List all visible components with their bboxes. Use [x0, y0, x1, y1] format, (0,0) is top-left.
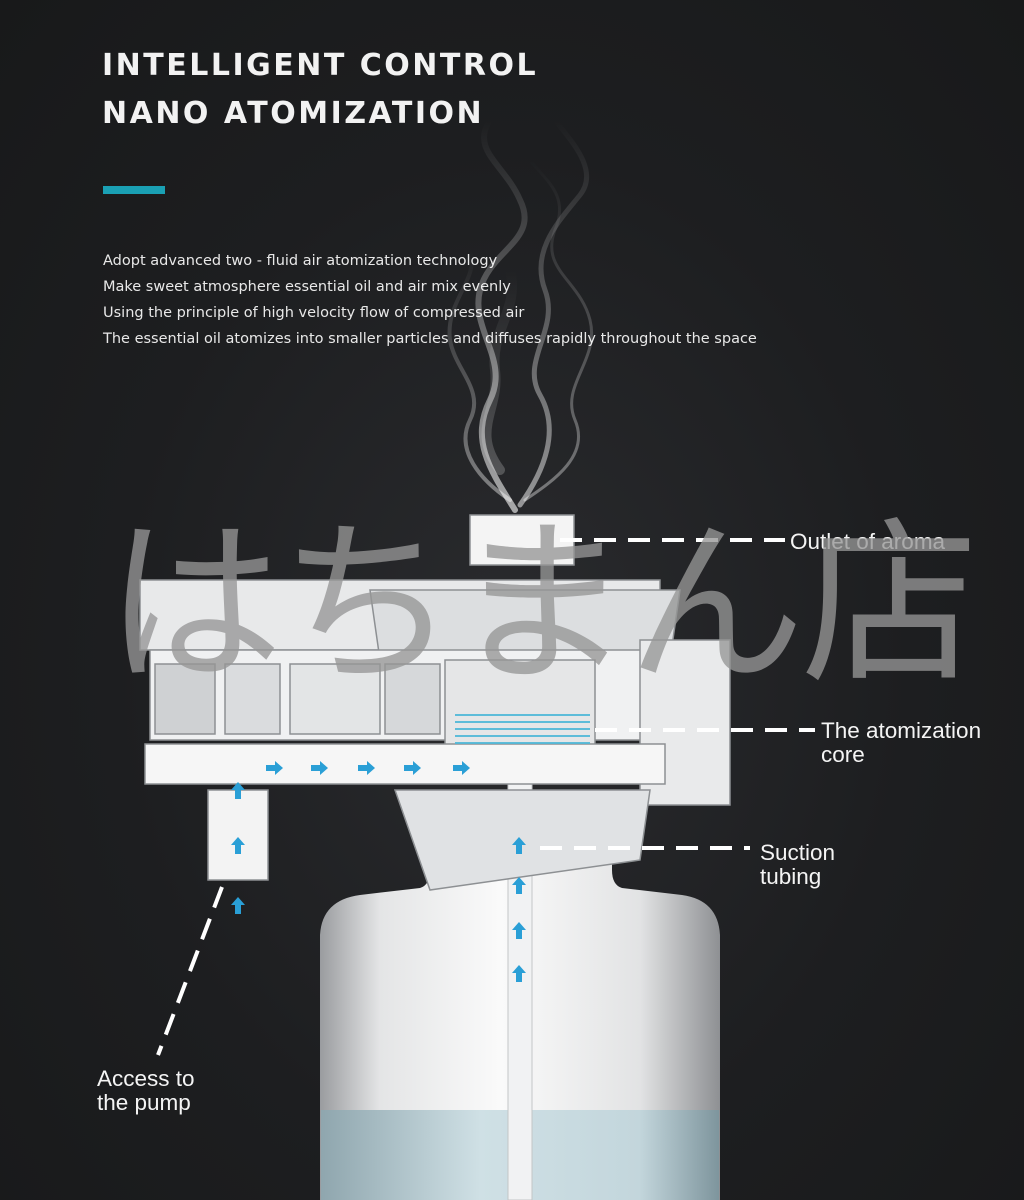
arrow-right	[453, 761, 470, 775]
description-line-3: Using the principle of high velocity flo…	[103, 305, 525, 321]
arrow-up	[512, 965, 526, 982]
arrow-right	[404, 761, 421, 775]
arrow-right	[266, 761, 283, 775]
arrow-up	[231, 837, 245, 854]
description-block: Adopt advanced two - fluid air atomizati…	[103, 248, 757, 352]
page-title: INTELLIGENT CONTROL NANO ATOMIZATION	[102, 42, 538, 138]
accent-bar	[103, 186, 165, 194]
description-line-1: Adopt advanced two - fluid air atomizati…	[103, 253, 498, 269]
callout-pump-access: Access to the pump	[97, 1066, 195, 1115]
leader-lines	[156, 538, 815, 1056]
atomizer-head	[139, 514, 731, 891]
aroma-smoke	[447, 117, 594, 513]
arrow-right	[358, 761, 375, 775]
description-line-4: The essential oil atomizes into smaller …	[103, 331, 757, 347]
arrow-up	[512, 837, 526, 854]
watermark-text: はちまん店	[105, 501, 979, 708]
title-line-1: INTELLIGENT CONTROL	[102, 48, 539, 83]
callout-suction-tubing: Suction tubing	[760, 840, 836, 889]
arrow-up	[512, 877, 526, 894]
description-line-2: Make sweet atmosphere essential oil and …	[103, 279, 511, 295]
title-line-2: NANO ATOMIZATION	[102, 96, 485, 131]
arrow-up	[231, 782, 245, 799]
arrow-up	[231, 897, 245, 914]
callout-atomization-core: The atomization core	[821, 718, 982, 767]
airflow-arrows	[231, 761, 526, 982]
arrow-up	[512, 922, 526, 939]
arrow-right	[311, 761, 328, 775]
callout-outlet: Outlet of aroma	[790, 529, 946, 554]
